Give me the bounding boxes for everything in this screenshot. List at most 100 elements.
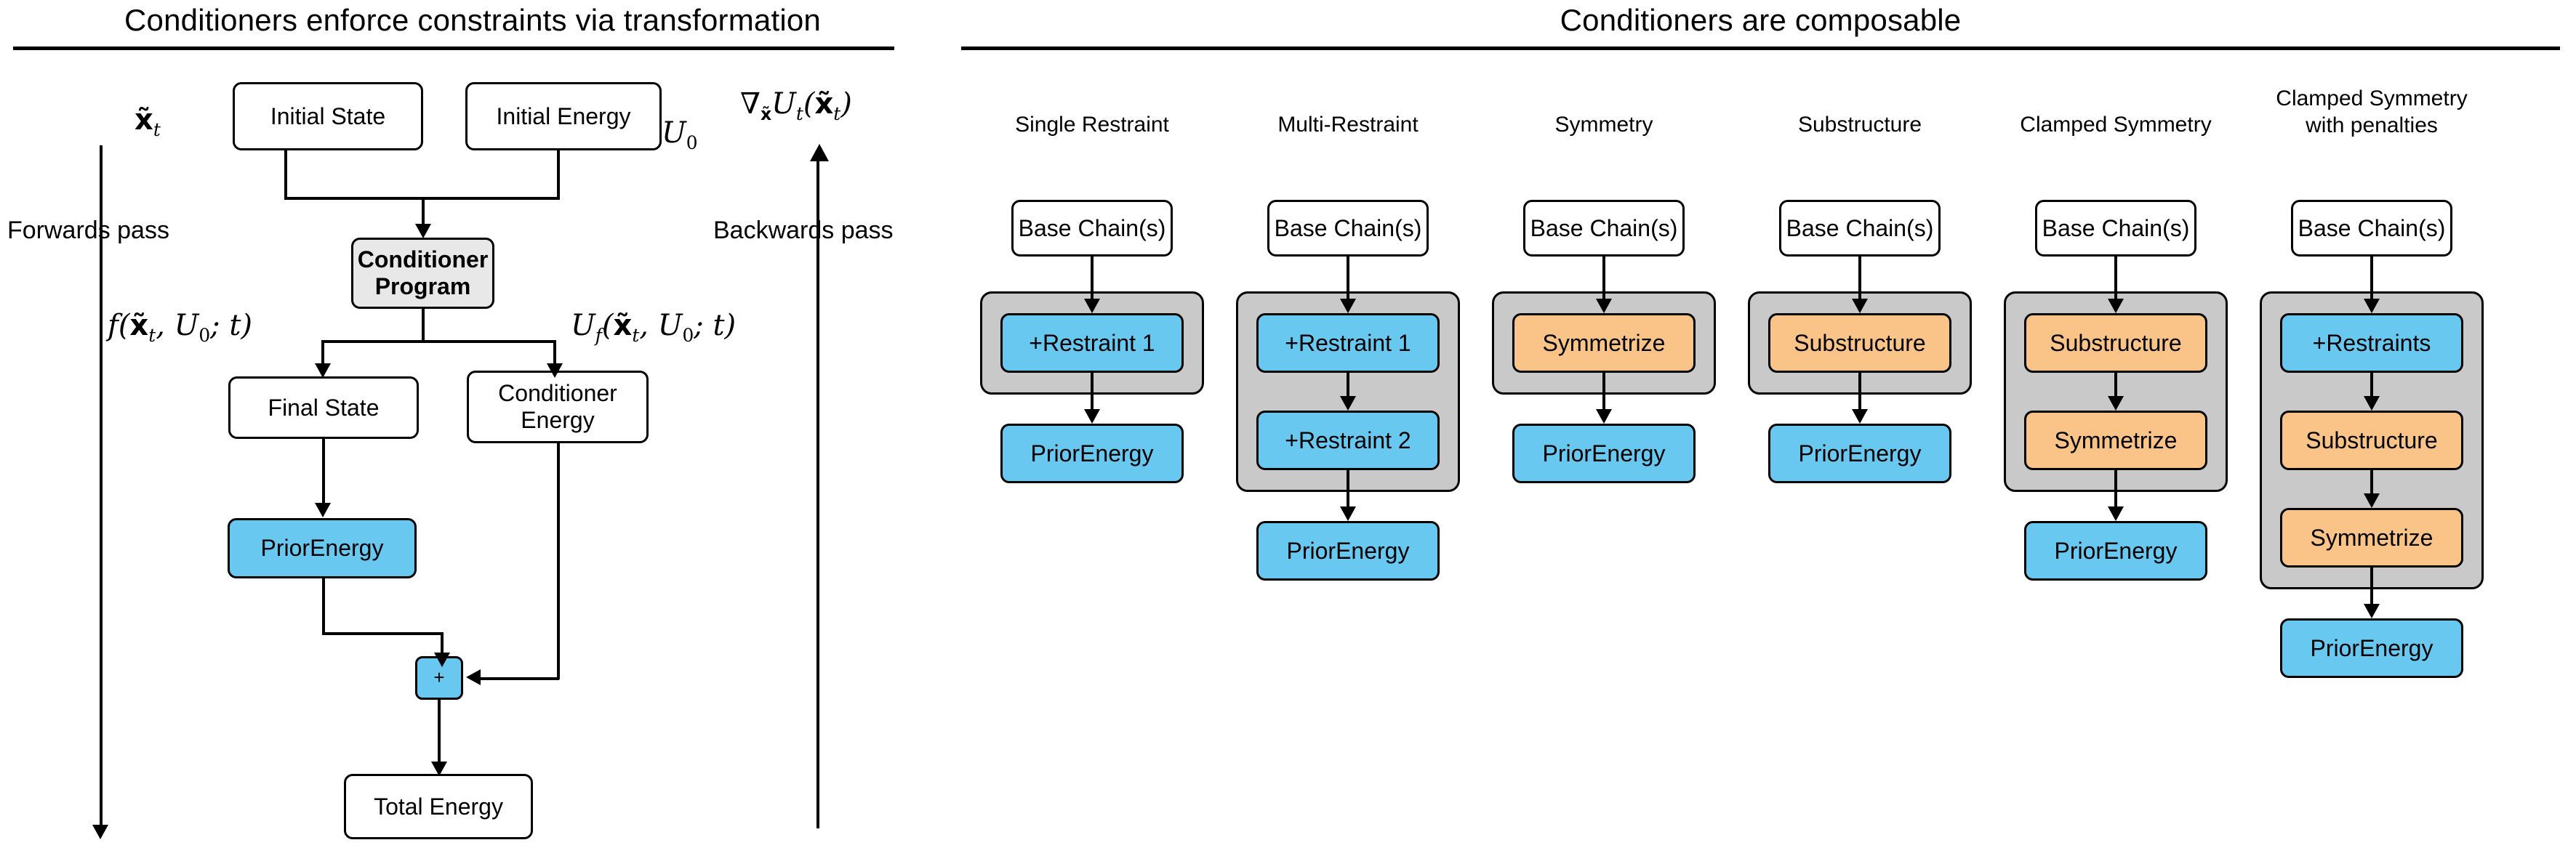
connector-group-to-output-clamped-symmetry — [2114, 470, 2117, 509]
forwards-pass-line — [100, 145, 103, 828]
node-base-chains-single-restraint[interactable]: Base Chain(s) — [1011, 200, 1173, 257]
backwards-pass-label: Backwards pass — [713, 217, 894, 244]
node-substructure-clamped-symmetry[interactable]: Substructure — [2280, 411, 2463, 470]
arrow-group-to-output-substructure — [1852, 409, 1868, 424]
connector-base-to-group-clamped-symmetry — [2114, 257, 2117, 302]
node-initial-energy[interactable]: Initial Energy — [465, 82, 662, 150]
node-initial-state[interactable]: Initial State — [233, 82, 423, 150]
node-prior-energy-multi-restraint[interactable]: PriorEnergy — [1256, 521, 1440, 581]
node-symmetrize-clamped-symmetry[interactable]: Symmetrize — [2024, 411, 2207, 470]
arrow-group-step-0-clamped-symmetry — [2108, 396, 2124, 411]
conditioner-program-line1: Conditioner Program — [357, 246, 489, 299]
column-title-symmetry: Symmetry — [1554, 113, 1653, 137]
node-symmetrize-symmetry[interactable]: Symmetrize — [1512, 313, 1696, 373]
left-panel-title: Conditioners enforce constraints via tra… — [124, 3, 821, 37]
arrow-group-step-0-multi-restraint — [1340, 396, 1356, 411]
node-prior-energy-clamped-symmetry[interactable]: PriorEnergy — [2280, 618, 2463, 678]
x-tilde-t-label: x̃t — [135, 103, 161, 140]
connector-final-state-to-prior — [322, 439, 325, 508]
connector-initial-state-down — [284, 150, 287, 199]
arrow-base-to-group-symmetry — [1596, 299, 1612, 313]
node-restraint-1-single-restraint[interactable]: +Restraint 1 — [1000, 313, 1184, 373]
connector-base-to-group-single-restraint — [1091, 257, 1094, 302]
connector-split-left — [321, 340, 324, 368]
column-title-clamped-symmetry: Clamped Symmetry with penalties — [2276, 86, 2468, 137]
connector-group-to-output-symmetry — [1602, 373, 1605, 412]
node-substructure-clamped-symmetry[interactable]: Substructure — [2024, 313, 2207, 373]
column-title-substructure: Substructure — [1797, 113, 1922, 137]
arrow-base-to-group-multi-restraint — [1340, 299, 1356, 313]
arrow-base-to-group-single-restraint — [1084, 299, 1100, 313]
connector-group-to-output-substructure — [1858, 373, 1861, 412]
arrow-into-conditioner-program — [415, 224, 431, 238]
connector-sum-to-total — [438, 700, 441, 767]
connector-base-to-group-clamped-symmetry — [2370, 257, 2373, 302]
node-total-energy[interactable]: Total Energy — [344, 774, 533, 839]
column-title-single-restraint: Single Restraint — [1015, 113, 1169, 137]
arrow-into-sum-node-top — [434, 653, 450, 667]
node-prior-energy-substructure[interactable]: PriorEnergy — [1768, 424, 1951, 483]
connector-base-to-group-substructure — [1858, 257, 1861, 302]
connector-condenergy-to-sum-v — [557, 443, 560, 679]
node-restraint-1-multi-restraint[interactable]: +Restraint 1 — [1256, 313, 1440, 373]
right-panel-title: Conditioners are composable — [1560, 3, 1962, 37]
connector-group-to-output-single-restraint — [1091, 373, 1094, 412]
arrow-into-conditioner-energy — [547, 363, 563, 378]
node-prior-energy[interactable]: PriorEnergy — [228, 518, 417, 578]
left-panel-divider-rule — [13, 47, 894, 50]
node-final-state[interactable]: Final State — [228, 376, 419, 439]
arrow-into-total-energy — [431, 762, 447, 776]
node-restraints-clamped-symmetry[interactable]: +Restraints — [2280, 313, 2463, 373]
backwards-pass-arrowhead — [810, 144, 829, 161]
u-final-label: Uf(x̃t, U0; t) — [571, 309, 737, 346]
gradient-label: ∇x̃Ut(x̃t) — [740, 87, 852, 124]
node-base-chains-clamped-symmetry[interactable]: Base Chain(s) — [2035, 200, 2196, 257]
connector-initial-energy-down — [557, 150, 560, 199]
node-conditioner-energy[interactable]: Conditioner Energy — [467, 371, 649, 443]
node-substructure-substructure[interactable]: Substructure — [1768, 313, 1951, 373]
connector-condenergy-to-sum-h — [480, 677, 559, 680]
arrow-group-step-1-clamped-symmetry — [2364, 493, 2380, 508]
arrow-group-to-output-multi-restraint — [1340, 506, 1356, 521]
connector-group-step-0-clamped-symmetry — [2370, 373, 2373, 399]
connector-group-step-0-multi-restraint — [1347, 373, 1349, 399]
arrow-into-prior-energy — [315, 503, 331, 517]
connector-group-step-0-clamped-symmetry — [2114, 373, 2117, 399]
node-prior-energy-single-restraint[interactable]: PriorEnergy — [1000, 424, 1184, 483]
column-title-clamped-symmetry: Clamped Symmetry — [2020, 113, 2212, 137]
connector-group-to-output-clamped-symmetry — [2370, 568, 2373, 607]
connector-group-step-1-clamped-symmetry — [2370, 470, 2373, 496]
node-base-chains-substructure[interactable]: Base Chain(s) — [1779, 200, 1941, 257]
node-conditioner-program[interactable]: Conditioner Program — [351, 238, 494, 309]
node-base-chains-clamped-symmetry[interactable]: Base Chain(s) — [2291, 200, 2452, 257]
node-prior-energy-clamped-symmetry[interactable]: PriorEnergy — [2024, 521, 2207, 581]
arrow-group-step-0-clamped-symmetry — [2364, 396, 2380, 411]
right-panel-divider-rule — [961, 47, 2560, 50]
connector-base-to-group-symmetry — [1602, 257, 1605, 302]
node-symmetrize-clamped-symmetry[interactable]: Symmetrize — [2280, 508, 2463, 568]
arrow-base-to-group-clamped-symmetry — [2108, 299, 2124, 313]
connector-prior-to-sum-v2 — [441, 632, 444, 658]
arrow-group-to-output-single-restraint — [1084, 409, 1100, 424]
arrow-group-to-output-clamped-symmetry — [2364, 604, 2380, 618]
forwards-pass-label: Forwards pass — [7, 217, 169, 244]
node-base-chains-symmetry[interactable]: Base Chain(s) — [1523, 200, 1685, 257]
connector-split-horizontal — [321, 340, 555, 343]
arrow-group-to-output-symmetry — [1596, 409, 1612, 424]
connector-prior-to-sum-h — [322, 632, 443, 635]
node-prior-energy-symmetry[interactable]: PriorEnergy — [1512, 424, 1696, 483]
arrow-group-to-output-clamped-symmetry — [2108, 506, 2124, 521]
connector-prior-to-sum-v1 — [322, 578, 325, 634]
f-transform-label: f(x̃t, U0; t) — [108, 309, 253, 346]
right-panel: Conditioners are composable Single Restr… — [945, 0, 2576, 848]
arrow-into-sum-node-right — [466, 669, 481, 685]
forwards-pass-arrowhead — [92, 825, 108, 839]
connector-split-right — [553, 340, 556, 368]
node-restraint-2-multi-restraint[interactable]: +Restraint 2 — [1256, 411, 1440, 470]
arrow-base-to-group-substructure — [1852, 299, 1868, 313]
arrow-into-final-state — [315, 363, 331, 378]
connector-base-to-group-multi-restraint — [1347, 257, 1349, 302]
node-base-chains-multi-restraint[interactable]: Base Chain(s) — [1267, 200, 1429, 257]
connector-program-down — [422, 309, 425, 342]
connector-group-to-output-multi-restraint — [1347, 470, 1349, 509]
